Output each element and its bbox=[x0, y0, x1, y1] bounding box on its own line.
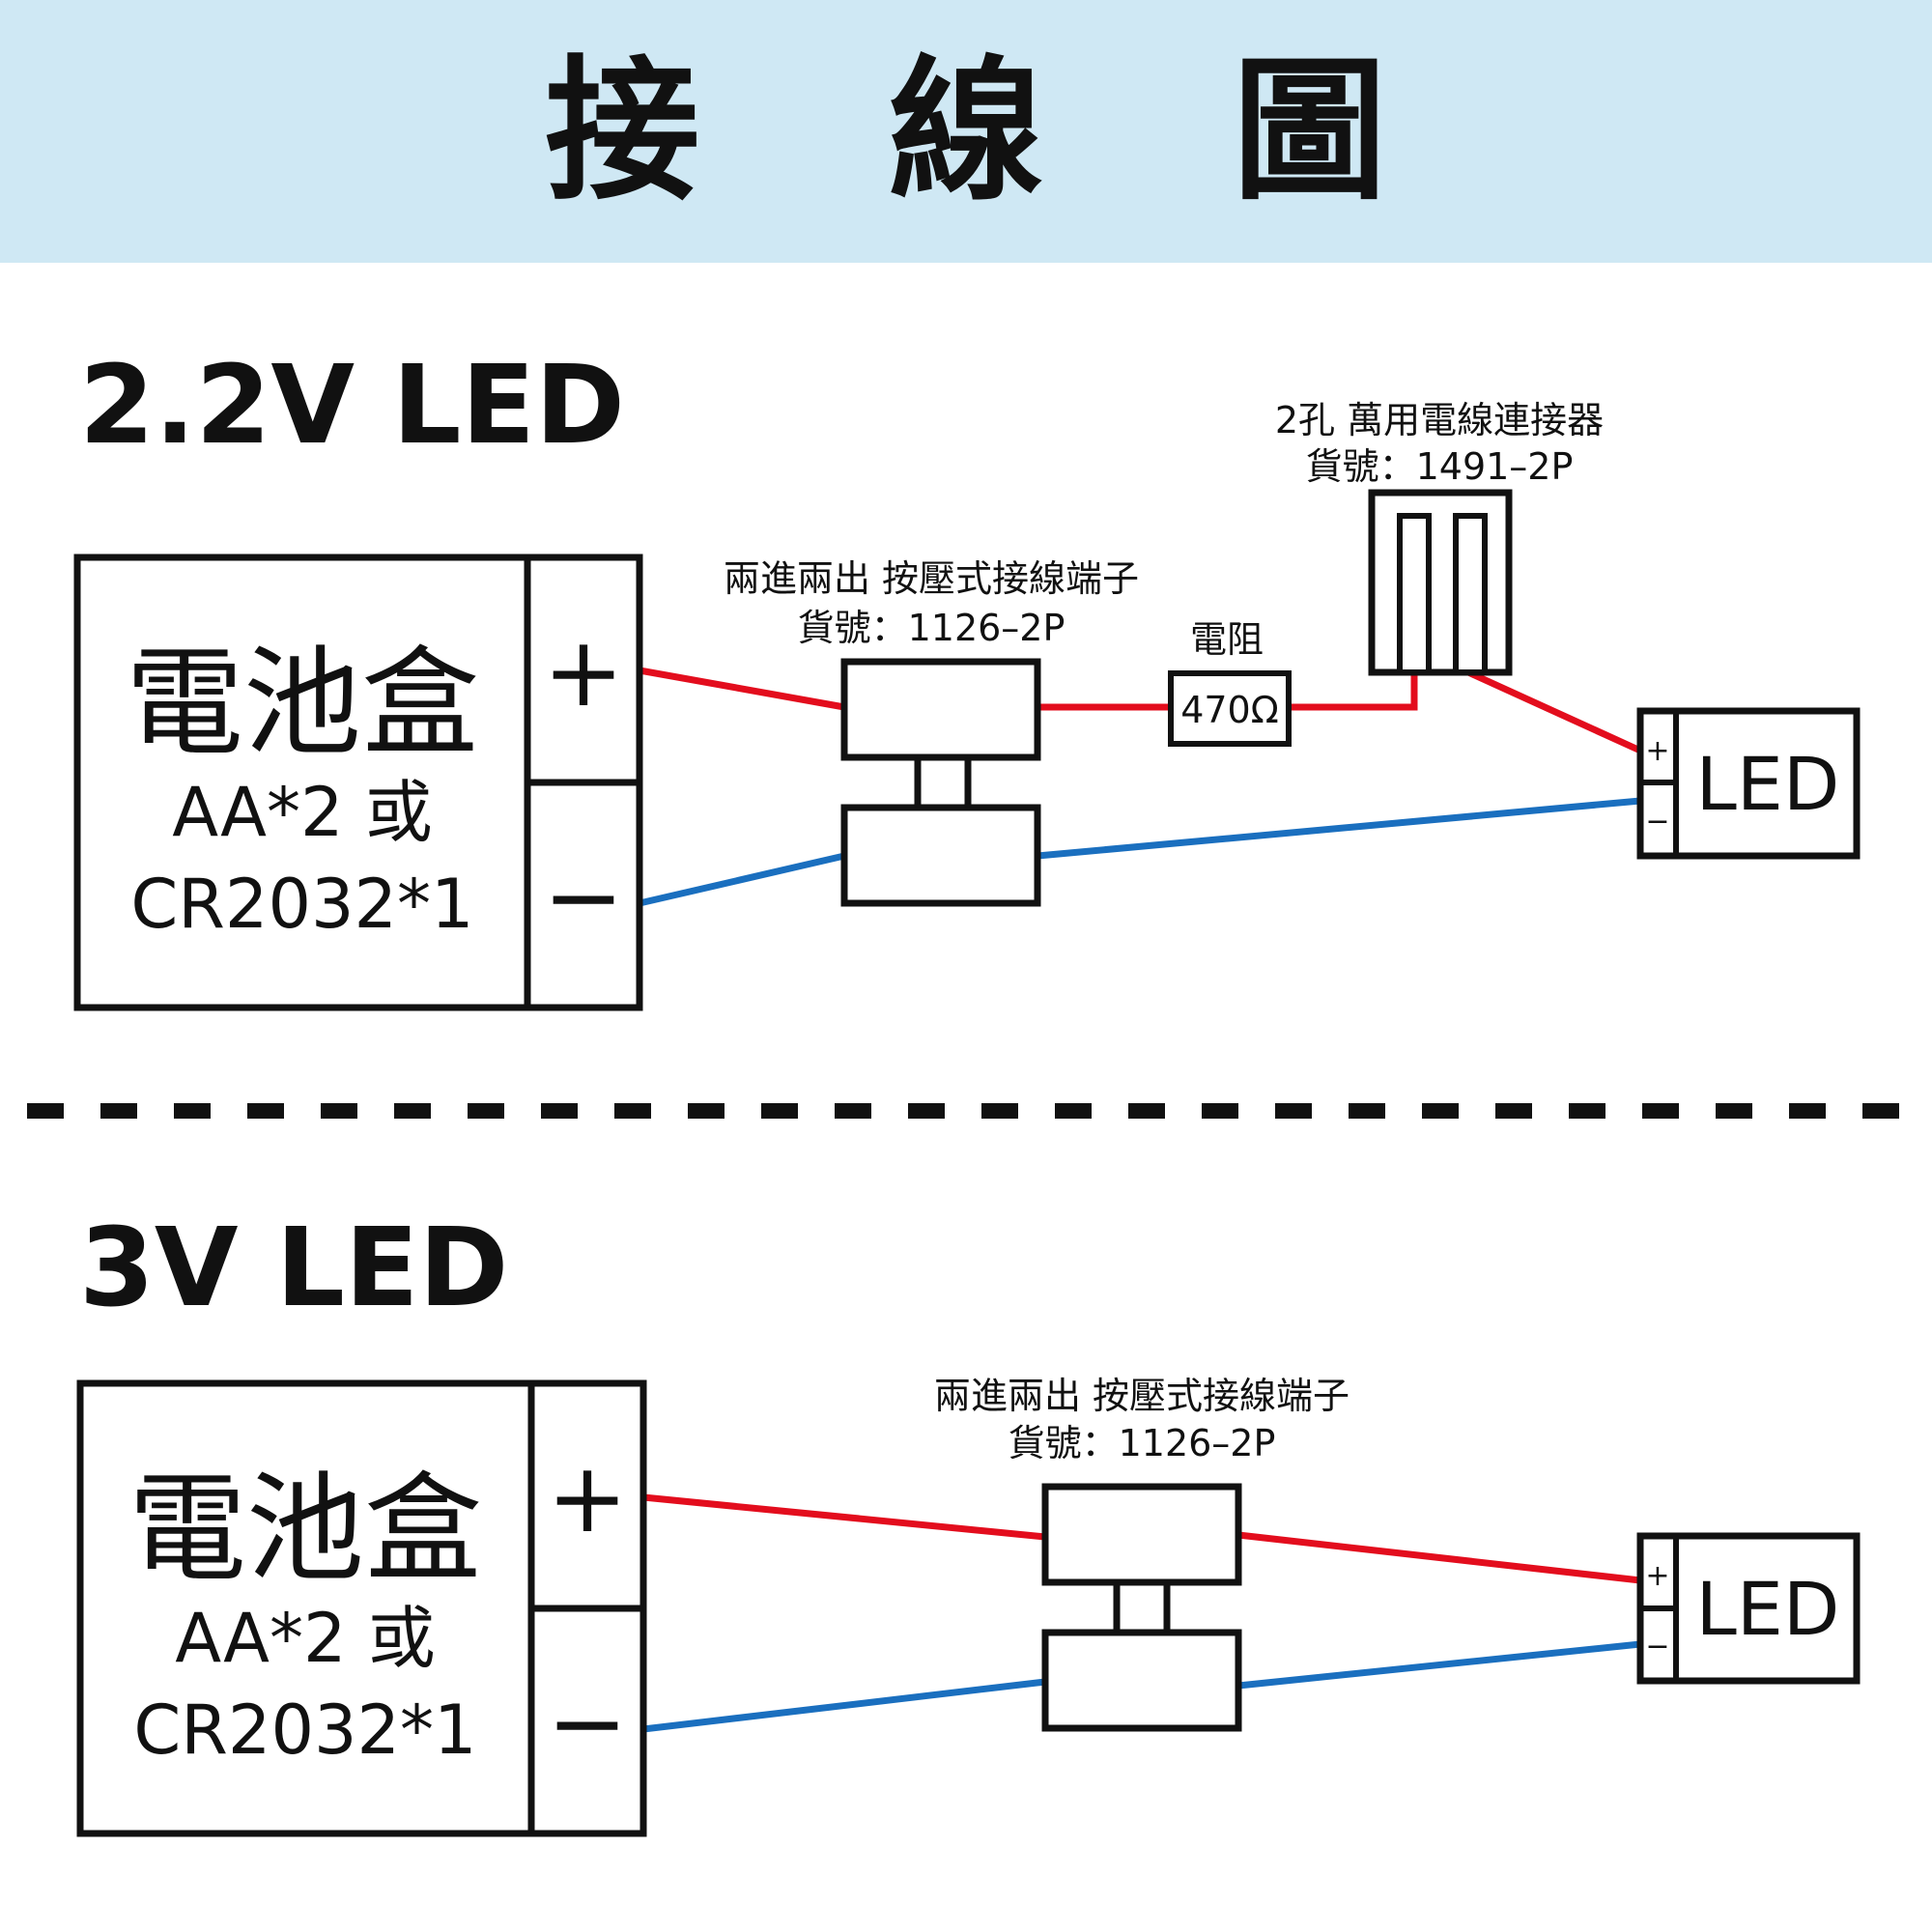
section-heading-3v: 3V LED bbox=[79, 1206, 508, 1331]
section-heading-22v: 2.2V LED bbox=[79, 343, 625, 469]
positive-wire-22v-resistor-connector bbox=[1289, 672, 1418, 711]
wire-connector-label: 2孔 萬用電線連接器 bbox=[1275, 399, 1604, 441]
battery-minus-terminal: − bbox=[543, 840, 624, 953]
push-terminal-22v bbox=[840, 658, 1041, 907]
led-label: LED bbox=[1696, 1566, 1840, 1652]
resistor-value: 470Ω bbox=[1180, 689, 1279, 731]
led-plus-pin: + bbox=[1645, 1559, 1669, 1593]
battery-box-name: 電池盒 bbox=[128, 1461, 482, 1598]
positive-wire-3v-battery-terminal bbox=[642, 1493, 1046, 1541]
title-banner: 接 線 圖 bbox=[0, 0, 1932, 263]
push-terminal-3v bbox=[1041, 1483, 1242, 1732]
negative-wire-22v-terminal-led bbox=[1037, 797, 1641, 860]
resistor-22v: 470Ω bbox=[1168, 670, 1292, 747]
negative-wire-3v-terminal-led bbox=[1237, 1640, 1641, 1690]
battery-type-line1: AA*2 或 bbox=[172, 773, 433, 852]
battery-box-3v: 電池盒 AA*2 或 CR2032*1 + − bbox=[76, 1379, 647, 1837]
push-terminal-label: 兩進兩出 按壓式接線端子 bbox=[724, 557, 1139, 600]
battery-plus-terminal: + bbox=[543, 615, 624, 728]
page-title: 接 線 圖 bbox=[545, 41, 1455, 221]
led-module-22v: + − LED bbox=[1636, 707, 1861, 860]
wire-connector-part-number: 貨號：1491–2P bbox=[1306, 445, 1574, 488]
battery-type-line2: CR2032*1 bbox=[133, 1690, 476, 1770]
battery-type-line2: CR2032*1 bbox=[130, 865, 473, 944]
battery-type-line1: AA*2 或 bbox=[175, 1599, 436, 1678]
positive-wire-22v-battery-terminal bbox=[639, 667, 845, 711]
resistor-label: 電阻 bbox=[1190, 618, 1264, 661]
led-minus-pin: − bbox=[1645, 1630, 1669, 1663]
battery-box-22v: 電池盒 AA*2 或 CR2032*1 + − bbox=[73, 554, 643, 1011]
push-terminal-part-number: 貨號：1126–2P bbox=[798, 607, 1065, 649]
led-plus-pin: + bbox=[1645, 734, 1669, 768]
positive-wire-22v-connector-led bbox=[1466, 668, 1642, 754]
battery-minus-terminal: − bbox=[547, 1666, 628, 1779]
led-module-3v: + − LED bbox=[1636, 1532, 1861, 1685]
push-terminal-part-number: 貨號：1126–2P bbox=[1009, 1422, 1276, 1464]
negative-wire-3v-battery-terminal bbox=[642, 1678, 1046, 1733]
push-terminal-label: 兩進兩出 按壓式接線端子 bbox=[934, 1375, 1350, 1417]
led-label: LED bbox=[1696, 741, 1840, 827]
negative-wire-22v-battery-terminal bbox=[639, 852, 845, 907]
positive-wire-3v-terminal-led bbox=[1237, 1531, 1641, 1584]
led-minus-pin: − bbox=[1645, 805, 1669, 838]
wire-connector-22v bbox=[1368, 489, 1513, 676]
battery-plus-terminal: + bbox=[547, 1441, 628, 1554]
battery-box-name: 電池盒 bbox=[126, 635, 479, 772]
